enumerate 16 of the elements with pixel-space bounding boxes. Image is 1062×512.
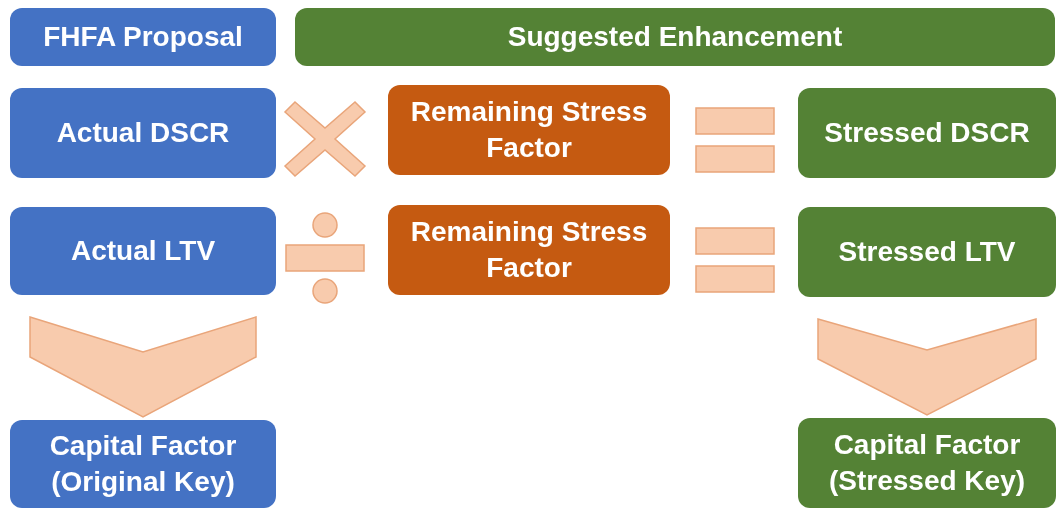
formula-box: Remaining Stress Factor (388, 205, 670, 295)
header-box: FHFA Proposal (10, 8, 276, 66)
multiply-icon (285, 102, 365, 176)
chevron-arrow (817, 318, 1037, 416)
formula-box: Remaining Stress Factor (388, 85, 670, 175)
formula-box: Stressed LTV (798, 207, 1056, 297)
divide-icon (285, 212, 365, 304)
formula-box: Capital Factor (Original Key) (10, 420, 276, 508)
formula-box: Capital Factor (Stressed Key) (798, 418, 1056, 508)
formula-box: Actual LTV (10, 207, 276, 295)
header-box: Suggested Enhancement (295, 8, 1055, 66)
formula-box: Actual DSCR (10, 88, 276, 178)
equals-icon (695, 106, 775, 174)
formula-box: Stressed DSCR (798, 88, 1056, 178)
equals-icon (695, 226, 775, 294)
chevron-arrow (29, 316, 257, 418)
